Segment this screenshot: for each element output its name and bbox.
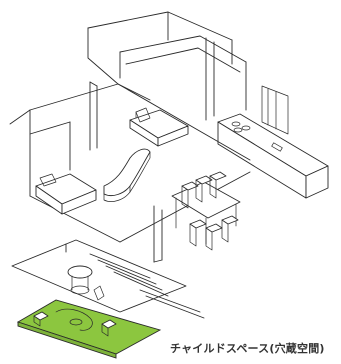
lounge-chair (103, 148, 151, 202)
toys (33, 308, 117, 337)
lower-level (11, 239, 205, 319)
dining-set (171, 171, 241, 251)
children-space-edge (17, 321, 117, 359)
upper-bed (129, 107, 189, 147)
kitchen-window (261, 85, 289, 135)
post (89, 81, 98, 151)
upper-roof-structure (87, 11, 247, 121)
round-table (67, 265, 105, 301)
caption: チャイルドスペース(穴蔵空間) (170, 342, 325, 355)
sofa (35, 173, 97, 215)
column (153, 205, 163, 263)
kitchen-counter (217, 113, 329, 199)
main-floor (9, 83, 251, 243)
